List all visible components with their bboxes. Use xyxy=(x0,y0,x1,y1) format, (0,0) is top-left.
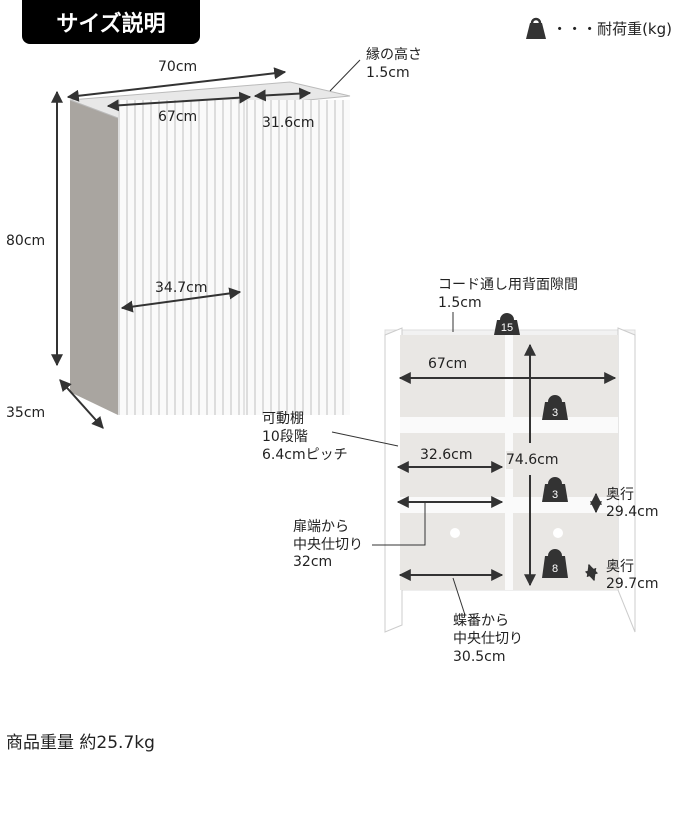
door-edge-label-1: 扉端から xyxy=(293,519,349,535)
rim-height-label: 縁の高さ xyxy=(366,47,422,63)
width-label: 70cm xyxy=(158,59,198,75)
half-width-label: 32.6cm xyxy=(420,447,473,463)
legend-text: ・・・耐荷重(kg) xyxy=(552,19,672,38)
cord-gap-label: コード通し用背面隙間 xyxy=(438,277,578,293)
door-width-label: 34.7cm xyxy=(155,280,208,296)
cord-gap-value: 1.5cm xyxy=(438,295,482,311)
door-edge-label-2: 中央仕切り xyxy=(293,537,363,553)
depth1-label: 奥行 xyxy=(606,487,634,503)
load-legend: ・・・耐荷重(kg) xyxy=(524,16,672,40)
height-label: 80cm xyxy=(6,233,46,249)
load-icon-top: 15 xyxy=(494,313,520,335)
door-edge-label-3: 32cm xyxy=(293,554,333,570)
load-icon-shelf1: 3 xyxy=(542,395,568,420)
depth1-value: 29.4cm xyxy=(606,504,659,520)
inner-width-label: 67cm xyxy=(158,109,198,125)
svg-text:8: 8 xyxy=(552,563,558,575)
open-cabinet: 15 3 3 8 xyxy=(331,312,636,633)
weight-icon xyxy=(526,17,547,39)
shelf-label-1: 可動棚 xyxy=(262,411,304,427)
load-icon-bottom: 8 xyxy=(542,549,568,578)
interior-width-label: 67cm xyxy=(428,356,468,372)
top-depth-label: 31.6cm xyxy=(262,115,315,131)
rim-height-value: 1.5cm xyxy=(366,65,410,81)
svg-text:3: 3 xyxy=(552,489,558,501)
depth2-label: 奥行 xyxy=(606,559,634,575)
hinge-label-1: 蝶番から xyxy=(453,613,509,629)
svg-text:3: 3 xyxy=(552,407,558,419)
hinge-label-3: 30.5cm xyxy=(453,649,506,665)
depth-label: 35cm xyxy=(6,405,46,421)
depth2-value: 29.7cm xyxy=(606,576,659,592)
shelf-label-2: 10段階 xyxy=(262,429,308,445)
svg-text:15: 15 xyxy=(501,322,513,334)
product-weight: 商品重量 約25.7kg xyxy=(6,733,155,753)
load-icon-shelf2: 3 xyxy=(542,477,568,502)
hinge-label-2: 中央仕切り xyxy=(453,631,523,647)
section-title: サイズ説明 xyxy=(22,0,200,44)
shelf-label-3: 6.4cmピッチ xyxy=(262,447,348,463)
interior-height-label: 74.6cm xyxy=(506,451,559,469)
closed-cabinet xyxy=(51,59,361,429)
